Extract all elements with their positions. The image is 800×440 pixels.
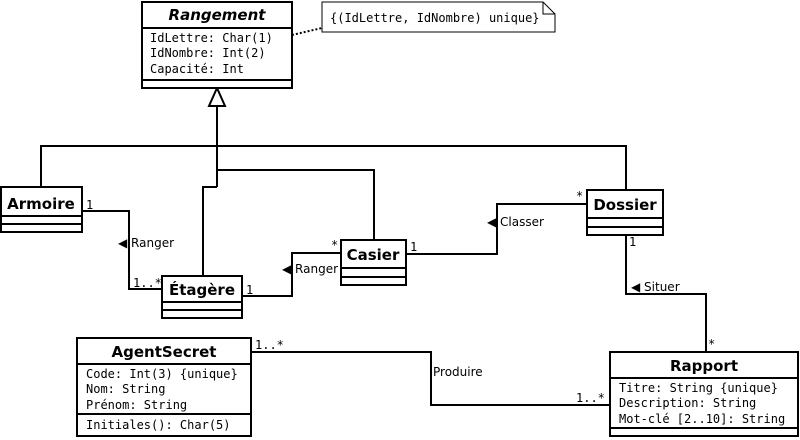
mult-armoire: 1 [86,198,93,212]
inheritance-arrowhead [207,85,227,107]
assoc-line-agent-rapport [251,351,610,406]
attr-rangement-capacite: Capacité: Int [150,62,244,76]
note-fold [542,2,555,15]
class-etagere[interactable]: Étagère [161,275,243,319]
attr-agent-code: Code: Int(3) {unique} [86,367,238,381]
constraint-note-text: {(IdLettre, IdNombre) unique} [330,11,540,25]
assoc-label-armoire-etagere: ◀ Ranger [118,236,174,250]
mult-casier-dossier: 1 [410,240,417,254]
class-rangement[interactable]: Rangement IdLettre: Char(1) IdNombre: In… [141,1,293,89]
assoc-label-agent-rapport: Produire [433,365,483,379]
class-casier[interactable]: Casier [340,239,407,286]
note-anchor-line [291,27,323,36]
assoc-line-etagere-casier [242,252,341,297]
generalization-branch-armoire-dossier [40,145,627,190]
mult-rapport-dossier: * [708,337,715,351]
mult-casier-etagere: * [331,238,338,252]
assoc-line-casier-dossier [406,203,587,255]
assoc-line-dossier-rapport [625,235,707,352]
attr-rapport-description: Description: String [619,396,756,410]
class-armoire[interactable]: Armoire [0,186,83,233]
assoc-label-dossier-rapport: ◀ Situer [631,280,680,294]
class-name-agentsecret: AgentSecret [112,343,217,361]
generalization-lines [40,85,627,276]
assoc-line-armoire-etagere [82,210,162,290]
mult-rapport-agent: 1..* [576,391,605,405]
mult-dossier-rapport: 1 [629,235,636,249]
generalization-branch-casier [217,169,375,240]
class-name-etagere: Étagère [169,280,235,299]
assoc-label-casier-dossier: ◀ Classer [487,215,544,229]
assoc-label-etagere-casier: ◀ Ranger [282,262,338,276]
class-dossier[interactable]: Dossier [586,189,664,236]
class-name-dossier: Dossier [593,196,657,214]
class-name-casier: Casier [347,246,400,264]
mult-dossier-casier: * [576,189,583,203]
mult-etagere-armoire: 1..* [133,276,162,290]
attr-rangement-idlettre: IdLettre: Char(1) [150,31,273,45]
attr-agent-nom: Nom: String [86,382,165,396]
mult-etagere-casier: 1 [246,283,253,297]
class-name-rangement: Rangement [169,6,267,24]
mult-agent-rapport: 1..* [255,338,284,352]
op-agent-initiales: Initiales(): Char(5) [86,418,231,432]
class-rapport[interactable]: Rapport Titre: String {unique} Descripti… [609,351,799,437]
generalization-branch-etagere [202,186,217,276]
class-name-armoire: Armoire [7,195,75,213]
attr-rapport-titre: Titre: String {unique} [619,381,778,395]
attr-rangement-idnombre: IdNombre: Int(2) [150,46,266,60]
attr-rapport-motcle: Mot-clé [2..10]: String [619,412,785,426]
class-agentsecret[interactable]: AgentSecret Code: Int(3) {unique} Nom: S… [76,337,252,437]
attr-agent-prenom: Prénom: String [86,398,187,412]
class-name-rapport: Rapport [670,357,738,375]
constraint-note [321,1,556,33]
